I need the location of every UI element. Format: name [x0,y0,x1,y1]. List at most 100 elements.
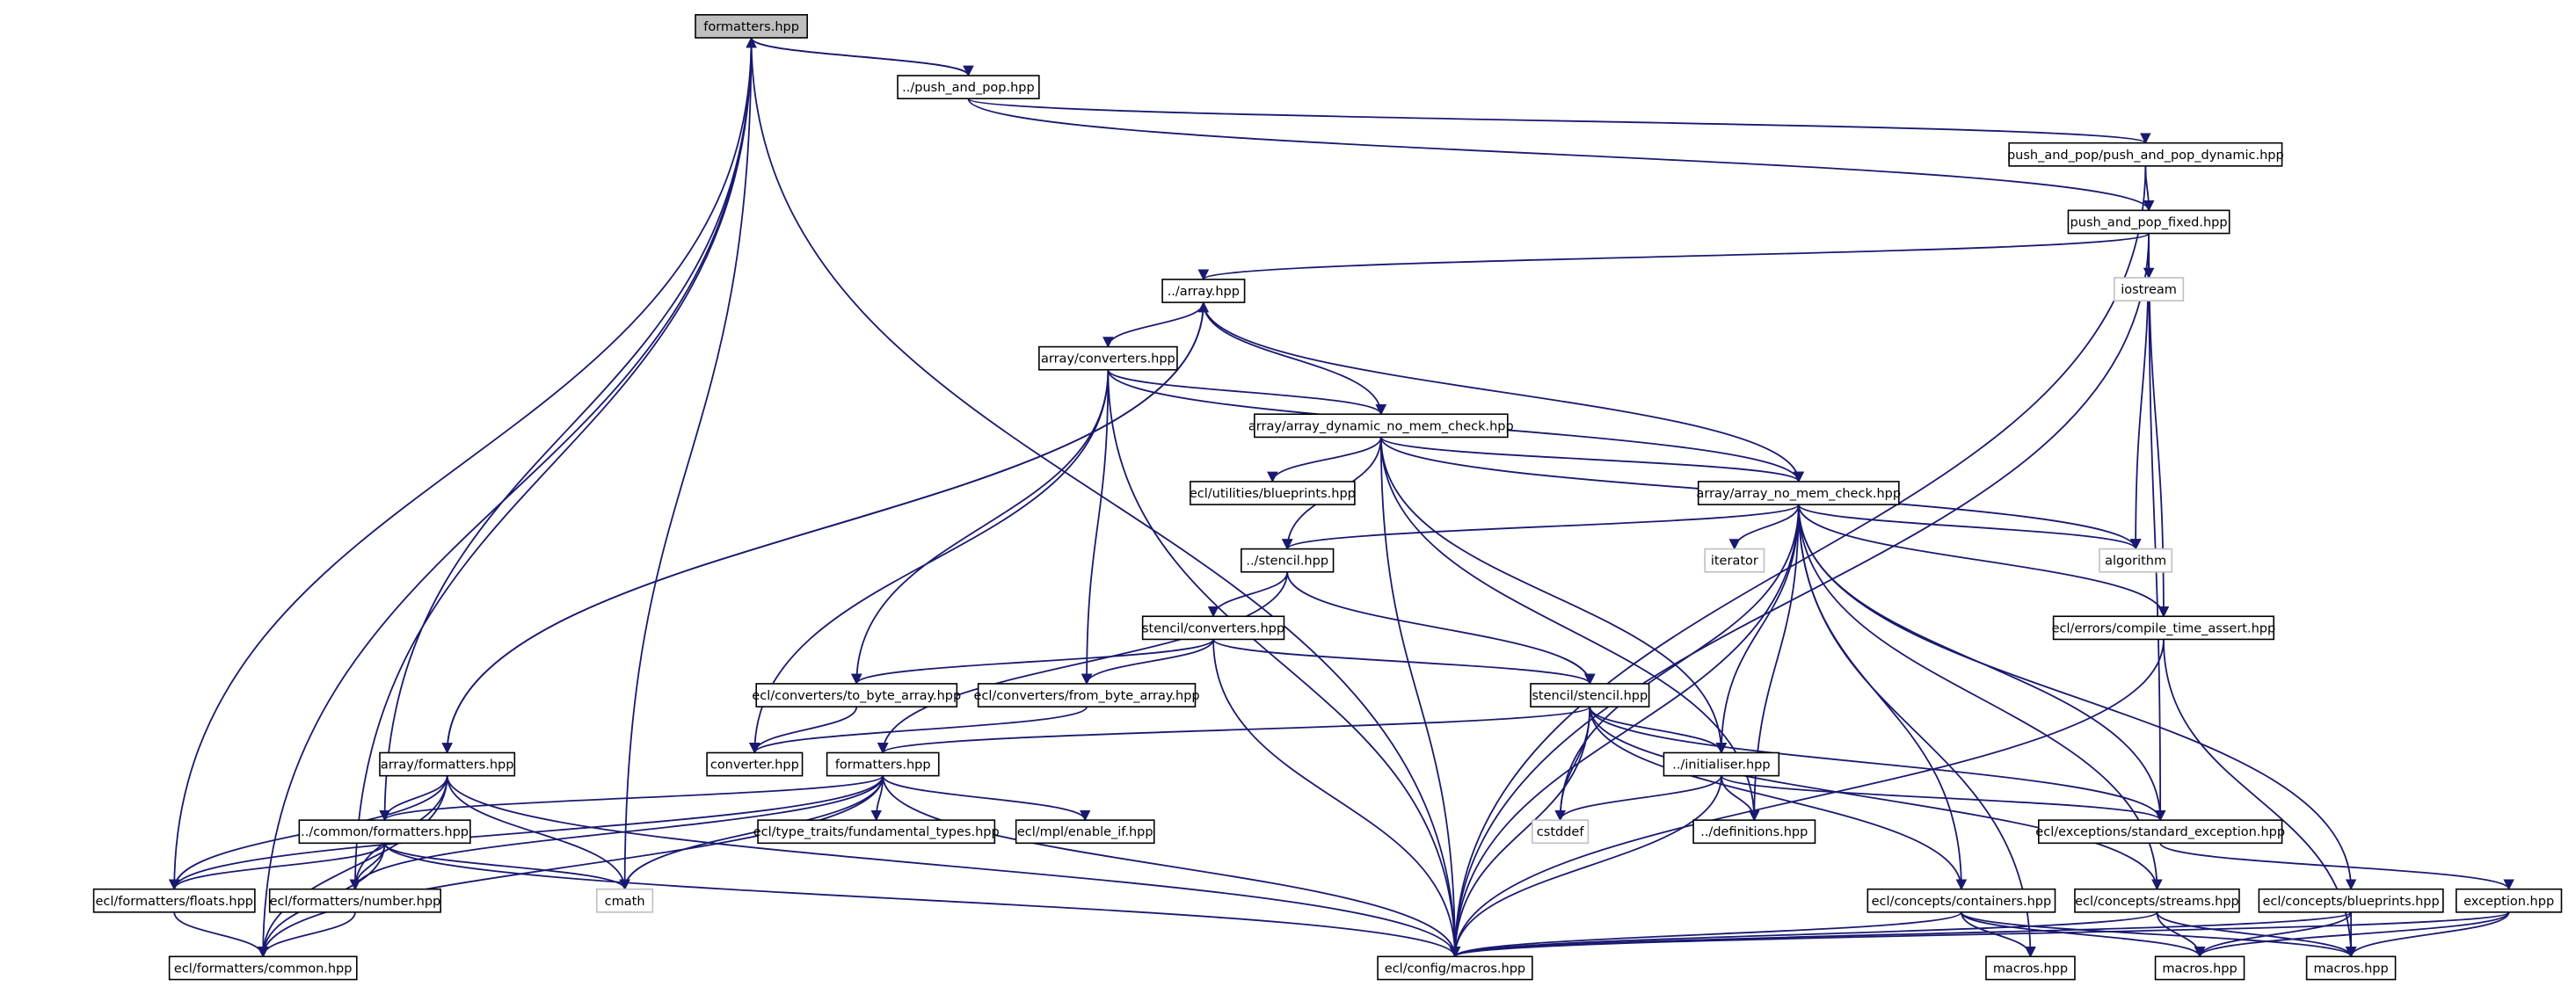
edge-array_nmc-to-iterator [1728,504,1800,550]
edge-array_nmc-to-macros_cfg [1449,504,1800,958]
edge-array_conv-to-to_byte [850,369,1110,686]
node-label: macros.hpp [2313,962,2388,976]
node-stencil-stencil-hpp[interactable]: stencil/stencil.hpp [1530,683,1650,708]
node-push-and-pop-fixed-hpp[interactable]: push_and_pop_fixed.hpp [2067,209,2230,235]
edge-push_and_pop-to-pp_fixed [967,98,2155,212]
node-label: algorithm [2105,555,2166,569]
node-array-formatters-hpp[interactable]: array/formatters.hpp [379,751,516,777]
node-array-converters-hpp[interactable]: array/converters.hpp [1038,345,1178,371]
node-box [1161,279,1246,303]
node-box [2038,819,2283,845]
node-label: ../definitions.hpp [1700,825,1808,839]
edge-stencil_conv-to-to_byte [851,638,1214,686]
edge-array_nmc-to-macros1 [1797,504,2036,958]
edge-array_conv-to-macros_cfg [1107,369,1461,958]
node-push-and-pop-hpp[interactable]: ../push_and_pop.hpp [897,75,1040,99]
node-label: converter.hpp [710,758,799,773]
edge-array_dyn-to-initialiser [1379,437,1728,754]
node-box [1141,615,1285,641]
node-ecl-mpl-enable-if-hpp[interactable]: ecl/mpl/enable_if.hpp [1015,819,1155,845]
node-box [379,751,516,777]
node-label: cmath [605,895,645,909]
node-definitions-hpp[interactable]: ../definitions.hpp [1692,819,1816,845]
node-label: exception.hpp [2463,895,2554,909]
node-common-formatters-hpp[interactable]: ../common/formatters.hpp [298,819,471,845]
node-label: ecl/config/macros.hpp [1385,962,1525,976]
node-formatters-hpp[interactable]: formatters.hpp [695,14,808,39]
node-label: formatters.hpp [835,758,931,773]
node-label: ecl/converters/from_byte_array.hpp [974,689,1200,703]
node-stencil-converters-hpp[interactable]: stencil/converters.hpp [1141,615,1285,641]
node-box [1254,413,1509,439]
node-array-array-no-mem-check-hpp[interactable]: array/array_no_mem_check.hpp [1696,481,1901,505]
edge-stencil_stencil-to-std_exception [1589,706,2166,822]
edge-stencil_stencil-to-formatters2 [877,706,1591,754]
node-ecl-concepts-blueprints-hpp[interactable]: ecl/concepts/blueprints.hpp [2258,888,2444,913]
node-push-and-pop-push-and-pop-dynamic-hpp[interactable]: push_and_pop/push_and_pop_dynamic.hpp [2007,142,2284,167]
node-box [596,888,654,913]
node-ecl-config-macros-hpp[interactable]: ecl/config/macros.hpp [1377,955,1533,981]
node-box [1697,481,1900,505]
node-box [1532,819,1590,845]
node-ecl-converters-to-byte-array-hpp[interactable]: ecl/converters/to_byte_array.hpp [752,683,961,708]
node-ecl-converters-from-byte-array-hpp[interactable]: ecl/converters/from_byte_array.hpp [974,683,1200,708]
node-box [92,888,256,913]
node-box [268,888,441,913]
node-label: iostream [2121,283,2177,297]
node-ecl-errors-compile-time-assert-hpp[interactable]: ecl/errors/compile_time_assert.hpp [2052,615,2276,641]
node-initialiser-hpp[interactable]: ../initialiser.hpp [1663,751,1780,777]
node-box [1663,751,1780,777]
node-label: ecl/formatters/number.hpp [270,895,441,909]
node-macros-hpp[interactable]: macros.hpp [2305,955,2397,981]
node-ecl-formatters-number-hpp[interactable]: ecl/formatters/number.hpp [268,888,441,913]
node-box [1530,683,1650,708]
node-formatters-hpp[interactable]: formatters.hpp [826,751,940,777]
node-box [2114,277,2185,302]
edge-array_dyn-to-array_nmc [1379,436,1804,483]
node-ecl-exceptions-standard-exception-hpp[interactable]: ecl/exceptions/standard_exception.hpp [2035,819,2285,845]
edge-initialiser-to-macros_cfg [1449,775,1722,958]
node-converter-hpp[interactable]: converter.hpp [706,751,804,777]
node-box [2154,955,2245,981]
node-ecl-utilities-blueprints-hpp[interactable]: ecl/utilities/blueprints.hpp [1190,481,1356,505]
node-label: ../common/formatters.hpp [301,825,469,839]
edge-from_byte-to-converter [749,706,1088,754]
node-label: array/converters.hpp [1041,352,1175,366]
node-array-array-dynamic-no-mem-check-hpp[interactable]: array/array_dynamic_no_mem_check.hpp [1248,413,1514,439]
edge-array_fmt-to-fmt_common [257,775,448,958]
node-box [1377,955,1533,981]
node-ecl-concepts-streams-hpp[interactable]: ecl/concepts/streams.hpp [2074,888,2240,913]
edge-formatters2-to-cmath [619,775,884,890]
node-ecl-formatters-common-hpp[interactable]: ecl/formatters/common.hpp [168,955,358,981]
edge-containers-to-macros2 [1961,911,2206,958]
node-iterator: iterator [1704,548,1765,573]
node-stencil-hpp[interactable]: ../stencil.hpp [1241,548,1335,573]
dependency-edges [168,36,2514,958]
node-array-hpp[interactable]: ../array.hpp [1161,279,1246,303]
edge-exception-to-macros2 [2194,911,2510,958]
edge-stencil-to-formatters2 [877,571,1289,754]
node-cmath: cmath [596,888,654,913]
node-macros-hpp[interactable]: macros.hpp [2154,955,2245,981]
node-label: ecl/errors/compile_time_assert.hpp [2052,621,2276,635]
node-ecl-concepts-containers-hpp[interactable]: ecl/concepts/containers.hpp [1867,888,2056,913]
edge-stencil_conv-to-stencil_stencil [1212,638,1596,686]
edge-root-to-number [349,38,753,890]
node-exception-hpp[interactable]: exception.hpp [2455,888,2563,913]
edge-streams-to-macros3 [2156,911,2357,958]
edge-blueprints_c-to-macros2 [2194,911,2352,958]
node-box [977,683,1197,708]
edge-push_and_pop-to-pp_dynamic [967,98,2151,144]
node-label: array/array_no_mem_check.hpp [1696,487,1901,501]
node-ecl-type-traits-fundamental-types-hpp[interactable]: ecl/type_traits/fundamental_types.hpp [753,819,1000,845]
edge-formatters2-to-fmt_common [257,775,884,958]
edge-formatters2-to-number [349,775,884,890]
edge-array_conv-to-converter [749,369,1110,754]
node-ecl-formatters-floats-hpp[interactable]: ecl/formatters/floats.hpp [92,888,256,913]
node-label: ecl/utilities/blueprints.hpp [1190,487,1356,501]
edge-array_nmc-to-compile_assert [1797,504,2170,618]
node-macros-hpp[interactable]: macros.hpp [1985,955,2076,981]
edge-stencil_conv-to-from_byte [1081,639,1214,686]
node-label: ecl/type_traits/fundamental_types.hpp [753,825,1000,839]
